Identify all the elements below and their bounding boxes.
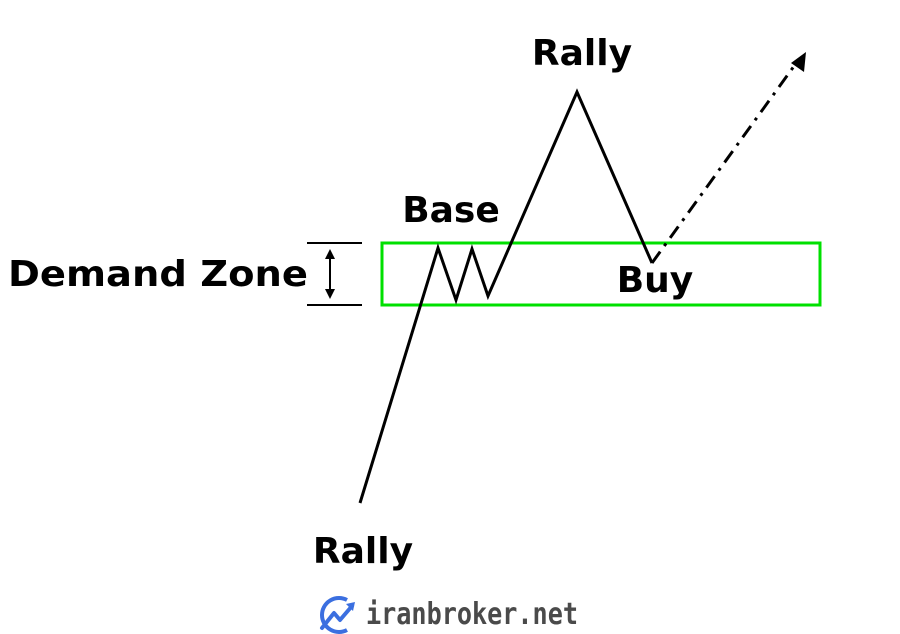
demand-zone-box xyxy=(380,241,822,307)
projection-arrow-head xyxy=(791,52,806,72)
demand-zone-label: Demand Zone xyxy=(8,254,308,295)
zone-marker-arrow-down xyxy=(325,289,335,299)
projection-line xyxy=(650,61,799,264)
watermark: iranbroker.net xyxy=(320,596,578,634)
rally-top-label: Rally xyxy=(532,33,632,74)
buy-label: Buy xyxy=(617,260,694,301)
base-label: Base xyxy=(402,190,500,231)
price-path xyxy=(358,88,654,504)
watermark-text: iranbroker.net xyxy=(366,597,578,632)
zone-marker-arrow-up xyxy=(325,249,335,259)
rally-bottom-label: Rally xyxy=(313,531,413,572)
trend-chart-icon xyxy=(320,596,355,634)
